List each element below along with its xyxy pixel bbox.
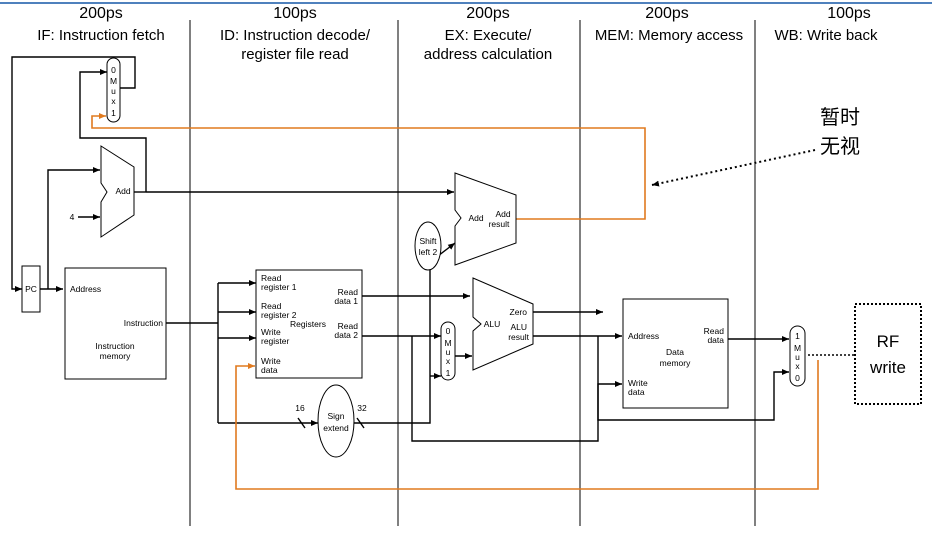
writeback-mux: 1 M u x 0 (789, 325, 806, 387)
component-label: data 1 (334, 296, 358, 306)
component-label: Add (495, 209, 510, 219)
ignore-note-arrow (651, 149, 816, 187)
stage-name: ID: Instruction decode/ (220, 27, 371, 44)
pc-register: PC (21, 265, 41, 313)
component-label: Sign (327, 411, 344, 421)
stage-header-if: 200ps IF: Instruction fetch (37, 5, 165, 44)
stage-name: MEM: Memory access (595, 27, 743, 44)
component-label: Read (338, 287, 359, 297)
component-label: M (794, 343, 801, 353)
stage-latency: 200ps (79, 5, 123, 22)
component-label: memory (660, 358, 691, 368)
component-label: Write (261, 327, 281, 337)
component-label: Registers (290, 319, 326, 329)
component-label: data (707, 335, 724, 345)
sign-extend: Sign extend 16 32 (295, 384, 367, 458)
component-label: u (795, 352, 800, 362)
stage-latency: 200ps (466, 5, 510, 22)
component-label: u (446, 347, 451, 357)
data-memory: Address Read data Data memory Write data (622, 298, 729, 409)
stage-header-id: 100ps ID: Instruction decode/ register f… (220, 5, 371, 63)
component-label: Address (70, 284, 101, 294)
component-label: 0 (446, 326, 451, 336)
component-label: Read (261, 273, 282, 283)
datapath-wires (11, 56, 855, 442)
register-file: Read register 1 Read register 2 Write re… (255, 269, 363, 379)
component-label: result (508, 332, 529, 342)
component-label: M (444, 338, 451, 348)
component-label: 0 (795, 373, 800, 383)
component-label: data (628, 387, 645, 397)
component-label: Instruction (95, 341, 134, 351)
component-label: 暂时 (820, 106, 860, 129)
component-label: 1 (111, 108, 116, 118)
component-label: x (446, 356, 451, 366)
component-label: RF (877, 332, 900, 351)
component-label: 1 (446, 368, 451, 378)
component-label: 1 (795, 331, 800, 341)
component-label: Read (704, 326, 725, 336)
component-label: Address (628, 331, 659, 341)
stage-latency: 200ps (645, 5, 689, 22)
shift-left-2: Shift left 2 (414, 221, 442, 271)
instruction-memory: Address Instruction Instruction memory (64, 267, 167, 380)
component-label: PC (25, 284, 37, 294)
pc-adder: Add (100, 145, 135, 238)
component-label: register 1 (261, 282, 297, 292)
stage-latency: 100ps (827, 5, 871, 22)
component-label: Shift (419, 236, 437, 246)
stage-name: EX: Execute/ (445, 27, 533, 44)
branch-feedback-wires (91, 113, 819, 490)
component-label: Read (338, 321, 359, 331)
component-label: x (111, 96, 116, 106)
component-label: extend (323, 423, 349, 433)
stage-header-wb: 100ps WB: Write back (774, 5, 878, 44)
component-label: Write (261, 356, 281, 366)
ignore-note: 暂时 无视 (820, 106, 860, 158)
stage-name: register file read (241, 46, 349, 63)
pc-mux: 0 M u x 1 (106, 57, 121, 123)
component-label: result (489, 219, 510, 229)
component-label: x (795, 361, 800, 371)
alu: ALU Zero ALU result (472, 277, 534, 371)
stage-header-mem: 200ps MEM: Memory access (595, 5, 743, 44)
stage-latency: 100ps (273, 5, 317, 22)
stage-name: address calculation (424, 46, 552, 63)
component-label: Add (468, 213, 483, 223)
component-label: Add (115, 186, 130, 196)
component-label: register 2 (261, 310, 297, 320)
component-label: Zero (510, 307, 528, 317)
component-label: register (261, 336, 290, 346)
component-label: 16 (295, 403, 305, 413)
alu-mux: 0 M u x 1 (440, 321, 456, 381)
constant-four: 4 (70, 212, 75, 222)
component-label: 32 (357, 403, 367, 413)
component-label: Write (628, 378, 648, 388)
stage-name: WB: Write back (774, 27, 878, 44)
component-label: M (110, 76, 117, 86)
component-label: ALU (510, 322, 527, 332)
component-label: 0 (111, 65, 116, 75)
component-label: Read (261, 301, 282, 311)
stage-header-ex: 200ps EX: Execute/ address calculation (424, 5, 552, 63)
component-label: Data (666, 347, 684, 357)
rf-write-box: RF write (854, 303, 922, 405)
component-label: u (111, 86, 116, 96)
component-label: data 2 (334, 330, 358, 340)
component-label: 无视 (820, 135, 860, 158)
component-label: ALU (484, 319, 501, 329)
branch-adder: Add Add result (454, 172, 517, 266)
component-label: Instruction (124, 318, 163, 328)
component-label: data (261, 365, 278, 375)
component-label: memory (100, 351, 131, 361)
component-label: left 2 (419, 247, 438, 257)
component-label: write (869, 358, 906, 377)
stage-name: IF: Instruction fetch (37, 27, 165, 44)
